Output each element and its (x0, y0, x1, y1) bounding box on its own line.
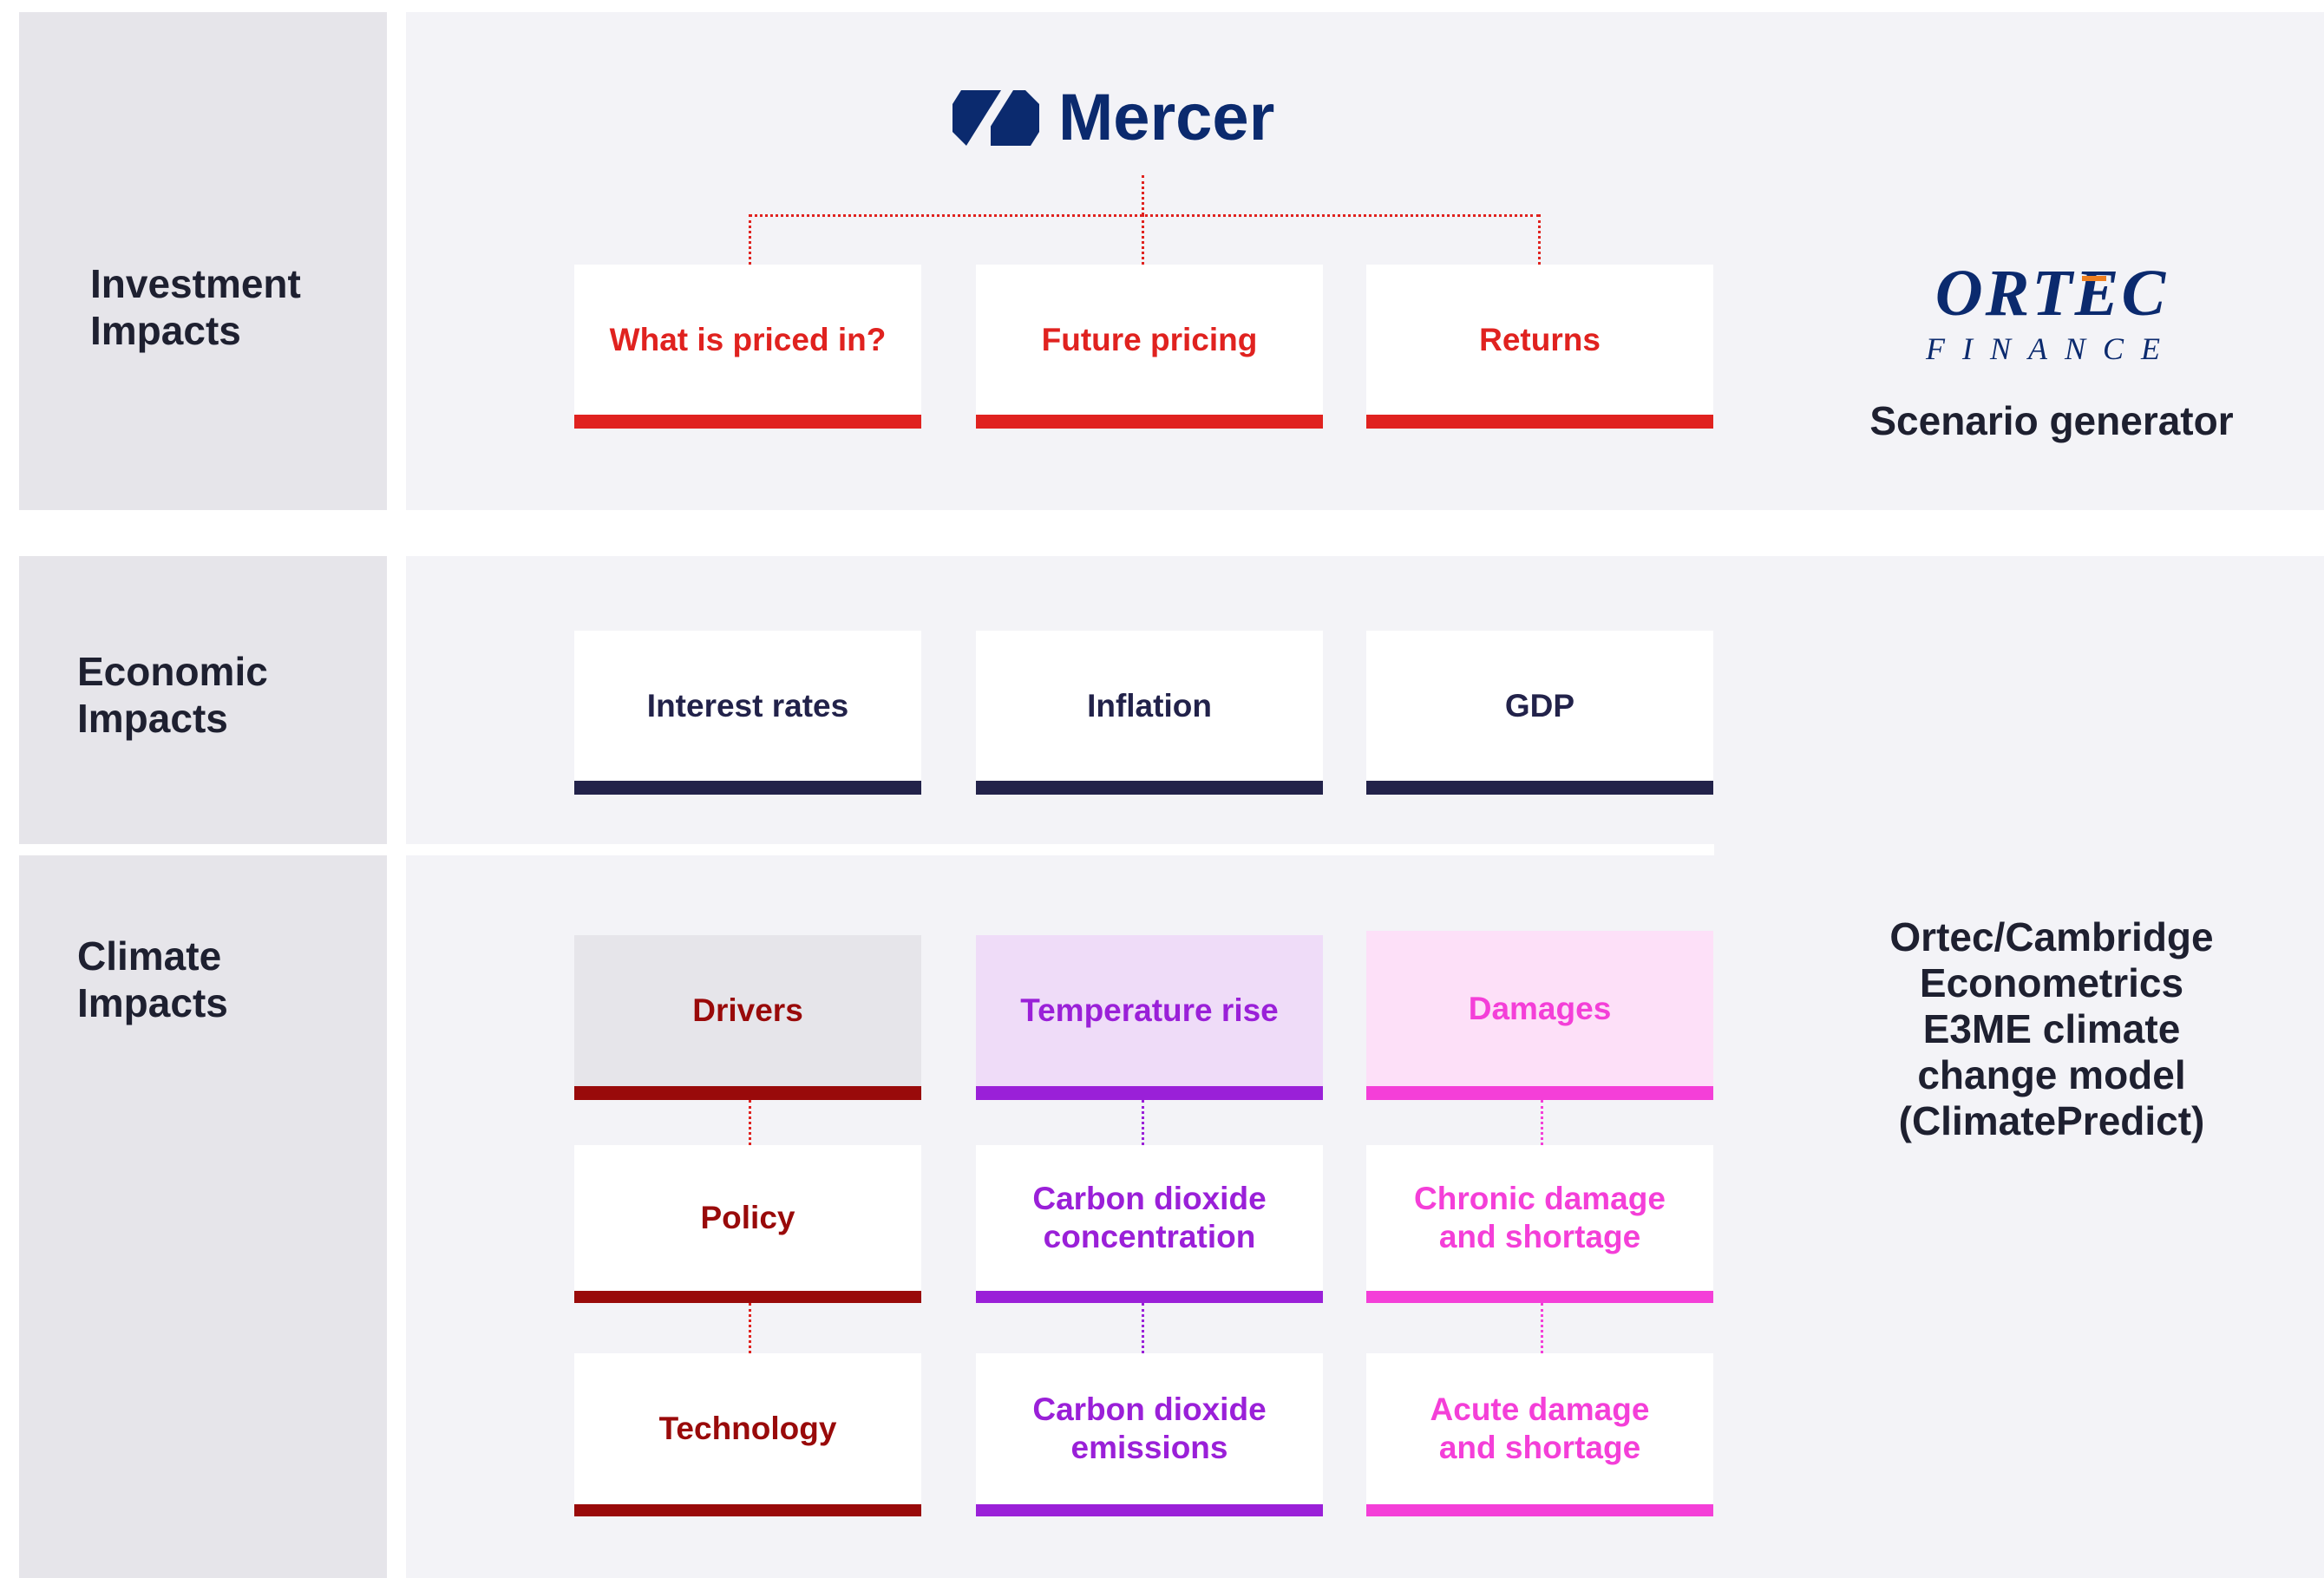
climate-item-label-line: Carbon dioxide (1032, 1181, 1267, 1216)
economic-box-label: Inflation (1087, 687, 1212, 724)
climate-item-chronic-damage: Chronic damage and shortage (1366, 1145, 1713, 1291)
mercer-logo: Mercer (949, 83, 1274, 153)
climate-item-label-line: Carbon dioxide (1032, 1391, 1267, 1427)
climate-header-label: Damages (1468, 990, 1612, 1026)
climate-label-panel (19, 855, 387, 1578)
temperature-connector (1142, 1303, 1144, 1353)
climate-header-temperature-rise: Temperature rise (976, 935, 1323, 1086)
row-label-line: Economic (77, 649, 268, 694)
investment-box-returns: Returns (1366, 265, 1713, 415)
scenario-generator-label: Scenario generator (1869, 398, 2234, 443)
connector-what-is-priced-in (749, 214, 751, 265)
drivers-connector (749, 1100, 751, 1145)
investment-box-future-pricing: Future pricing (976, 265, 1323, 415)
climate-item-technology: Technology (574, 1353, 921, 1504)
climate-item-underline (574, 1504, 921, 1516)
ortec-logo-sub: FINANCE (1926, 331, 2177, 366)
climate-header-underline (1366, 1086, 1713, 1100)
row-label-line: Impacts (77, 980, 228, 1025)
economic-impacts-label: Economic Impacts (77, 648, 268, 742)
climate-item-label-line: and shortage (1438, 1219, 1641, 1254)
investment-box-underline (1366, 415, 1713, 429)
economic-box-underline (1366, 781, 1713, 795)
damages-connector (1541, 1303, 1543, 1353)
connector-returns (1538, 214, 1541, 265)
climate-item-label-line: and shortage (1438, 1430, 1641, 1465)
climate-item-underline (1366, 1504, 1713, 1516)
climate-item-underline (976, 1291, 1323, 1303)
row-label-line: Impacts (90, 308, 241, 353)
connector-future-pricing (1142, 214, 1144, 265)
climate-model-label: Ortec/Cambridge Econometrics E3ME climat… (1822, 914, 2281, 1144)
climate-item-label-line: Acute damage (1430, 1391, 1650, 1427)
climate-item-underline (1366, 1291, 1713, 1303)
economic-box-label: Interest rates (646, 687, 849, 724)
climate-item-underline (976, 1504, 1323, 1516)
climate-item-co2-emissions: Carbon dioxide emissions (976, 1353, 1323, 1504)
climate-item-label-line: concentration (1043, 1219, 1256, 1254)
investment-box-label: Returns (1479, 321, 1601, 357)
climate-header-underline (976, 1086, 1323, 1100)
climate-model-label-line: (ClimatePredict) (1898, 1098, 2205, 1143)
economic-box-gdp: GDP (1366, 631, 1713, 781)
economic-label-panel (19, 556, 387, 844)
damages-connector (1541, 1100, 1543, 1145)
row-label-line: Investment (90, 261, 301, 306)
investment-label-panel (19, 12, 387, 510)
climate-item-label: Technology (658, 1411, 837, 1446)
economic-box-underline (976, 781, 1323, 795)
climate-model-label-line: change model (1917, 1052, 2186, 1097)
economic-box-inflation: Inflation (976, 631, 1323, 781)
investment-box-underline (574, 415, 921, 429)
investment-box-underline (976, 415, 1323, 429)
investment-impacts-label: Investment Impacts (90, 260, 301, 354)
economic-box-interest-rates: Interest rates (574, 631, 921, 781)
climate-header-underline (574, 1086, 921, 1100)
mercer-wordmark: Mercer (1058, 81, 1275, 154)
mercer-mark-icon (953, 90, 1039, 146)
climate-impacts-label: Climate Impacts (77, 933, 228, 1026)
mercer-connector-bar (749, 214, 1540, 217)
climate-item-co2-concentration: Carbon dioxide concentration (976, 1145, 1323, 1291)
climate-item-acute-damage: Acute damage and shortage (1366, 1353, 1713, 1504)
drivers-connector (749, 1303, 751, 1353)
ortec-logo-name: ORTEC (1934, 257, 2169, 330)
climate-header-damages: Damages (1366, 931, 1713, 1086)
climate-item-label: Policy (700, 1200, 795, 1235)
economic-box-underline (574, 781, 921, 795)
climate-model-label-line: Ortec/Cambridge (1889, 914, 2214, 959)
climate-header-label: Drivers (692, 992, 803, 1028)
mercer-connector-stem (1142, 175, 1144, 215)
climate-item-underline (574, 1291, 921, 1303)
climate-item-label-line: Chronic damage (1414, 1181, 1666, 1216)
ortec-logo-wordmark: ORTEC (1917, 259, 2186, 328)
climate-model-label-line: E3ME climate (1922, 1006, 2181, 1051)
temperature-connector (1142, 1100, 1144, 1145)
ortec-e-accent-icon (2082, 276, 2106, 281)
climate-header-drivers: Drivers (574, 935, 921, 1086)
row-label-line: Climate (77, 933, 222, 979)
investment-box-label: Future pricing (1041, 321, 1258, 357)
climate-model-label-line: Econometrics (1919, 960, 2184, 1005)
investment-box-label: What is priced in? (609, 321, 887, 357)
row-separator (406, 844, 1714, 855)
climate-item-policy: Policy (574, 1145, 921, 1291)
climate-header-label: Temperature rise (1020, 992, 1279, 1028)
economic-box-label: GDP (1504, 687, 1575, 724)
investment-box-what-is-priced-in: What is priced in? (574, 265, 921, 415)
row-label-line: Impacts (77, 696, 228, 741)
climate-item-label-line: emissions (1070, 1430, 1228, 1465)
